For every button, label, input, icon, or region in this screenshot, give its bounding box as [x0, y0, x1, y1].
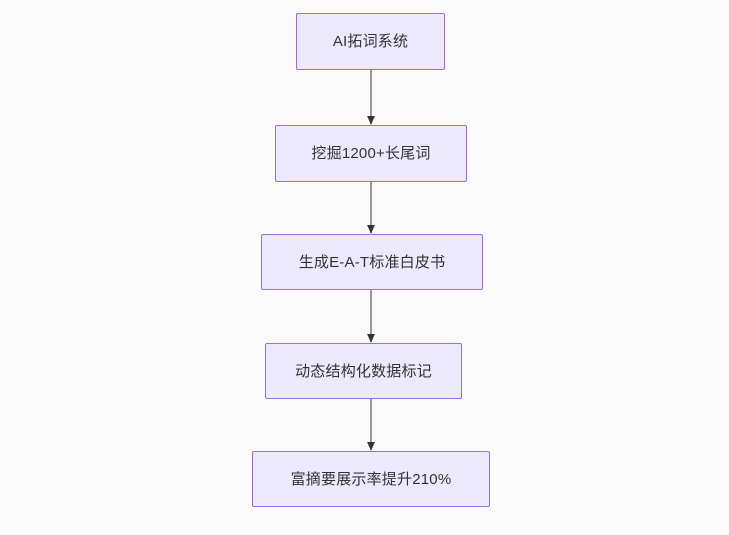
node-label: 生成E-A-T标准白皮书 — [298, 253, 446, 271]
node-label: 动态结构化数据标记 — [295, 362, 432, 380]
flowchart-node-dynamic-structured-data[interactable]: 动态结构化数据标记 — [265, 343, 462, 399]
flowchart-node-ai-keyword-system[interactable]: AI拓词系统 — [296, 13, 445, 70]
node-label: AI拓词系统 — [332, 33, 409, 50]
node-label: 挖掘1200+长尾词 — [311, 145, 431, 162]
flowchart-node-rich-snippet-lift[interactable]: 富摘要展示率提升210% — [252, 451, 490, 507]
node-label: 富摘要展示率提升210% — [290, 470, 452, 488]
flowchart-node-generate-eat-whitepaper[interactable]: 生成E-A-T标准白皮书 — [261, 234, 483, 290]
flowchart-node-mine-longtail-keywords[interactable]: 挖掘1200+长尾词 — [275, 125, 467, 182]
